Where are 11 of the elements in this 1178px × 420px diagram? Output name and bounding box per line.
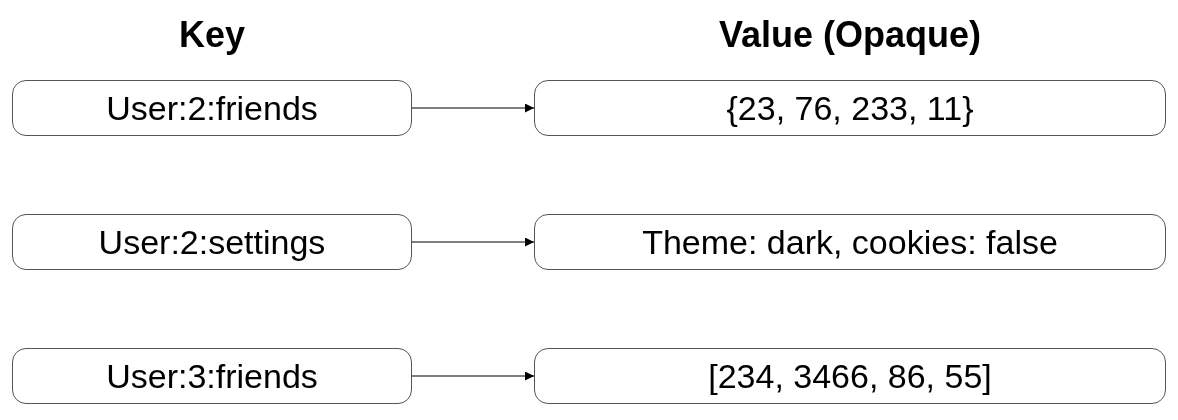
key-box: User:2:friends [12,80,412,136]
value-box: [234, 3466, 86, 55] [534,348,1166,404]
key-box: User:3:friends [12,348,412,404]
value-box: {23, 76, 233, 11} [534,80,1166,136]
arrow [411,237,535,247]
value-box: Theme: dark, cookies: false [534,214,1166,270]
column-heading: Value (Opaque) [718,14,982,56]
arrow [411,103,535,113]
key-box: User:2:settings [12,214,412,270]
column-heading: Key [179,14,245,56]
arrow [411,371,535,381]
